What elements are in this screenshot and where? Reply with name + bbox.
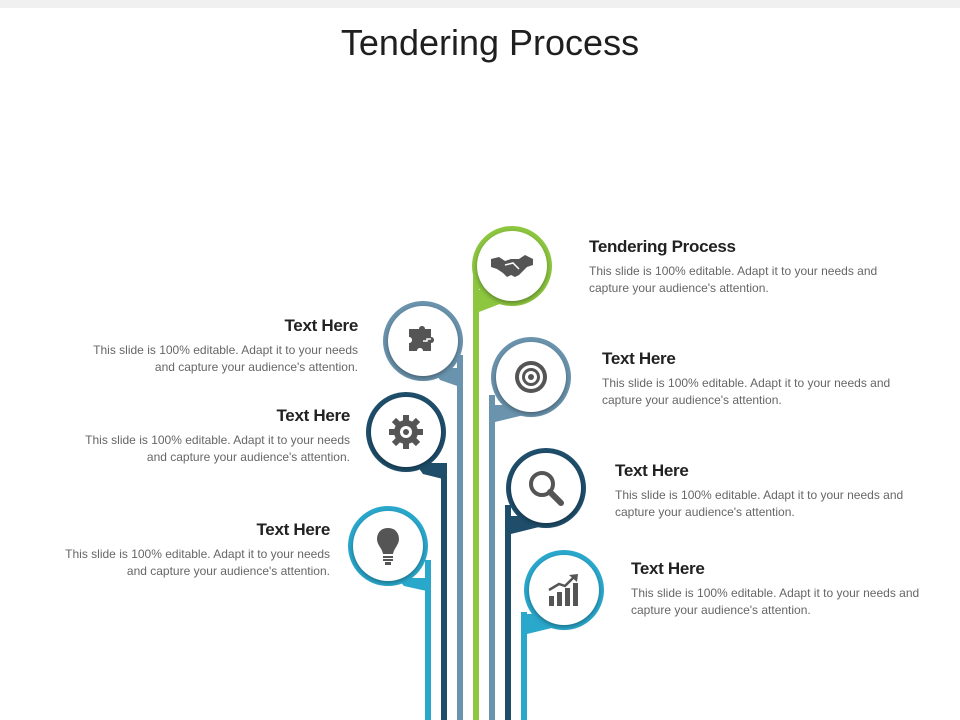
item-6-label: Text Here This slide is 100% editable. A… [62, 406, 350, 466]
item-2-label: Text Here This slide is 100% editable. A… [602, 349, 892, 409]
item-2-heading: Text Here [602, 349, 676, 368]
stem-magnifier [505, 505, 511, 720]
lightbulb-icon [377, 528, 399, 565]
item-3-heading: Text Here [615, 461, 689, 480]
top-bar [0, 0, 960, 8]
item-4-body: This slide is 100% editable. Adapt it to… [631, 586, 920, 617]
stem-target [489, 395, 495, 720]
item-4-heading: Text Here [631, 559, 705, 578]
stem-growth [521, 612, 527, 720]
page-title: Tendering Process [340, 22, 640, 63]
node-growth [529, 555, 599, 625]
item-6-body: This slide is 100% editable. Adapt it to… [85, 433, 350, 464]
item-3-body: This slide is 100% editable. Adapt it to… [615, 488, 904, 519]
item-2-body: This slide is 100% editable. Adapt it to… [602, 376, 891, 407]
stem-gear [441, 465, 447, 720]
stem-puzzle [457, 355, 463, 720]
node-lightbulb [353, 511, 423, 581]
item-3-label: Text Here This slide is 100% editable. A… [615, 461, 905, 521]
stem-lightbulb [425, 560, 431, 720]
item-1-body: This slide is 100% editable. Adapt it to… [589, 264, 878, 295]
gear-icon [389, 415, 423, 449]
item-4-label: Text Here This slide is 100% editable. A… [631, 559, 931, 619]
item-1-heading: Tendering Process [589, 237, 736, 256]
node-gear [371, 397, 441, 467]
node-puzzle [388, 306, 458, 376]
item-6-heading: Text Here [276, 406, 350, 425]
item-5-heading: Text Here [284, 316, 358, 335]
node-handshake [477, 231, 547, 301]
item-5-body: This slide is 100% editable. Adapt it to… [93, 343, 358, 374]
stem-handshake [473, 268, 479, 720]
magnifier-icon [529, 471, 564, 506]
item-7-heading: Text Here [256, 520, 330, 539]
node-target [496, 342, 566, 412]
node-magnifier [511, 453, 581, 523]
handshake-icon [491, 255, 533, 277]
growth-chart-icon [548, 574, 578, 606]
puzzle-icon [409, 326, 434, 351]
item-5-label: Text Here This slide is 100% editable. A… [70, 316, 358, 376]
item-1-label: Tendering Process This slide is 100% edi… [589, 237, 879, 297]
target-icon [515, 361, 547, 393]
item-7-body: This slide is 100% editable. Adapt it to… [65, 547, 330, 578]
item-7-label: Text Here This slide is 100% editable. A… [42, 520, 330, 580]
